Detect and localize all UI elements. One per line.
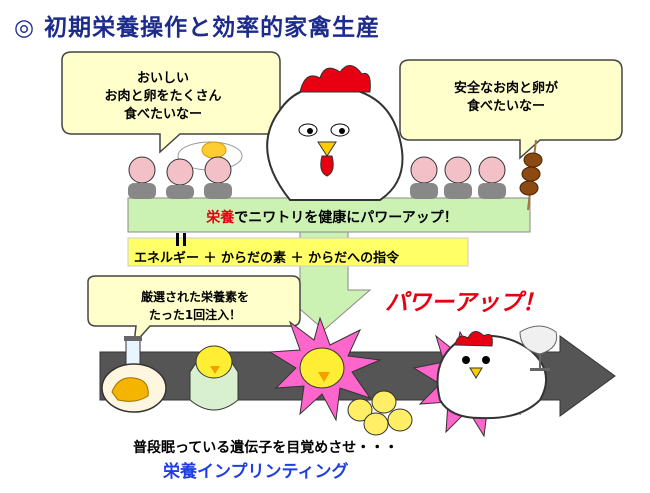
pink-burst-chick-icon [268, 316, 382, 422]
equals-mark [176, 233, 186, 246]
green-bar-text: 栄養でニワトリを健康にパワーアップ！ [132, 207, 532, 227]
speech-bubble-right [399, 59, 623, 160]
speech-bubble-right-text: 安全なお肉と卵が 食べたいなー [396, 80, 616, 116]
powered-hen-icon [412, 330, 548, 438]
yakitori-skewer-icon [519, 139, 543, 211]
page-title: ◎ 初期栄養操作と効率的家禽生産 [14, 15, 381, 41]
bubble-left-line-3: 食べたいなー [123, 107, 202, 122]
hatching-chick-icon [189, 345, 239, 411]
bottom-caption-line-2: 栄養インプリンティング [163, 462, 349, 482]
people-right [410, 156, 506, 199]
small-chicks-icon [347, 390, 413, 436]
green-bar-rest: でニワトリを健康にパワーアップ！ [234, 210, 458, 226]
yellow-bar-text: エネルギー ＋ からだの素 ＋ からだへの指令 [134, 251, 400, 266]
big-hen-icon [266, 65, 404, 201]
people-left [128, 156, 232, 199]
powerup-label: パワーアップ！ [385, 290, 546, 316]
egg-embryo-icon [101, 363, 167, 413]
bubble-left-line-1: おいしい [136, 71, 189, 86]
bubble-right-line-1: 安全なお肉と卵が [453, 81, 558, 96]
speech-bubble-bottom [87, 275, 301, 347]
speech-bubble-bottom-text: 厳選された栄養素を たった1回注入！ [90, 288, 300, 324]
bubble-right-line-2: 食べたいなー [466, 99, 545, 114]
green-bar-highlight: 栄養 [206, 210, 235, 226]
bubble-left-line-2: お肉と卵をたくさん [104, 89, 222, 104]
bubble-bottom-line-2: たった1回注入！ [148, 308, 242, 322]
speech-bubble-left-text: おいしい お肉と卵をたくさん 食べたいなー [58, 70, 268, 124]
roast-chicken-icon [519, 325, 558, 371]
bottom-caption-line-1: 普段眠っている遺伝子を目覚めさせ・・・ [133, 440, 399, 456]
bubble-bottom-line-1: 厳選された栄養素を [140, 290, 249, 304]
